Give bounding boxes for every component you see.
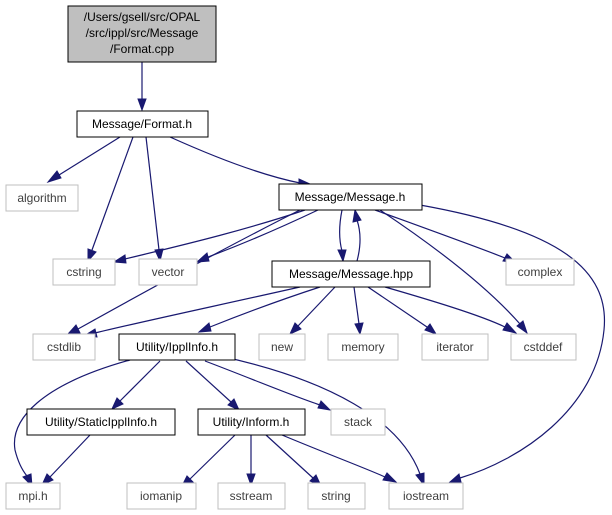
arrowhead [354,322,364,336]
node-label: Utility/StaticIpplInfo.h [45,415,157,429]
node-label: cstddef [524,340,563,354]
arrowhead [137,98,147,112]
arrowhead [337,249,347,263]
arrowhead [317,400,332,411]
node-stack[interactable]: stack [330,408,386,436]
node-label: /Users/gsell/src/OPAL [84,10,201,24]
node-new[interactable]: new [258,333,306,361]
arrowhead [415,472,425,487]
node-cstddef[interactable]: cstddef [510,333,577,361]
node-label: complex [518,265,563,279]
edge-inform-h-to-iomanip [189,434,236,480]
node-sstream[interactable]: sstream [217,482,286,510]
node-label: Message/Message.hpp [289,267,413,281]
arrowhead [246,473,256,487]
node-label: Message/Format.h [92,117,192,131]
node-message-hpp[interactable]: Message/Message.hpp [271,260,431,288]
edge-message-h-to-message-hpp [339,209,343,252]
arrowhead [110,397,124,411]
node-label: memory [341,340,384,354]
node-message-h[interactable]: Message/Message.h [278,183,423,211]
edge-message-h-to-cstddef [379,209,521,325]
edge-inform-h-to-string [265,434,314,479]
edge-ippl-info-to-mpi-h [13,359,131,477]
node-label: mpi.h [18,489,47,503]
node-label: vector [152,265,185,279]
node-label: iomanip [140,489,182,503]
arrowhead [288,322,302,336]
edge-message-hpp-to-new [297,286,336,327]
edge-message-hpp-to-ippl-info [209,286,321,328]
edge-ippl-info-to-iostream [219,355,421,475]
edge-message-h-to-iostream [419,204,606,479]
node-label: algorithm [17,191,66,205]
arrowhead [46,170,62,183]
edge-message-hpp-to-message-h [356,219,361,262]
node-label: iostream [403,489,449,503]
node-label: Utility/Inform.h [213,415,290,429]
node-label: Utility/IpplInfo.h [136,340,218,354]
node-inform-h[interactable]: Utility/Inform.h [197,408,306,436]
arrowhead [502,322,518,334]
edge-static-ippl-info-to-mpi-h [49,434,91,478]
edge-message-h-to-vector [207,209,319,258]
arrowhead [66,324,81,335]
arrowhead [112,254,127,264]
node-iomanip[interactable]: iomanip [126,482,197,510]
arrowhead [448,473,462,483]
edge-format-h-to-message-h [169,136,301,184]
node-format-cpp[interactable]: /Users/gsell/src/OPAL /src/ippl/src/Mess… [67,5,217,63]
node-vector[interactable]: vector [138,258,198,286]
edge-message-hpp-to-cstdlib [94,286,301,334]
arrowhead [352,208,362,223]
node-label: stack [344,415,373,429]
edge-message-hpp-to-cstddef [384,286,506,328]
arrowhead [382,472,398,483]
node-algorithm[interactable]: algorithm [5,184,79,212]
node-label: iterator [436,340,473,354]
edge-ippl-info-to-static-ippl-info [119,360,161,402]
node-label: new [271,340,293,354]
arrowhead [424,323,438,335]
edge-ippl-info-to-inform-h [185,360,232,403]
node-memory[interactable]: memory [327,333,399,361]
node-label: /Format.cpp [110,42,174,56]
node-label: string [321,489,350,503]
node-label: cstdlib [47,340,81,354]
node-label: sstream [230,489,273,503]
arrowhead [87,248,97,263]
node-static-ippl-info-h[interactable]: Utility/StaticIpplInfo.h [26,408,176,436]
arrowhead [516,320,528,335]
node-label: Message/Message.h [295,190,406,204]
node-label: /src/ippl/src/Message [86,26,199,40]
node-cstdlib[interactable]: cstdlib [32,333,96,361]
arrowhead [227,398,241,412]
node-string[interactable]: string [307,482,366,510]
edge-message-h-to-complex [374,209,506,259]
node-format-h[interactable]: Message/Format.h [76,110,209,138]
edge-ippl-info-to-stack [204,360,321,406]
edge-format-h-to-vector [145,136,160,251]
arrowhead [154,248,164,263]
edges [13,62,606,488]
node-label: cstring [66,265,101,279]
edge-message-hpp-to-iterator [367,286,428,328]
edge-message-hpp-to-memory [353,286,360,325]
node-complex[interactable]: complex [505,258,575,286]
node-ippl-info-h[interactable]: Utility/IpplInfo.h [118,333,236,361]
node-mpi-h[interactable]: mpi.h [5,482,61,510]
node-cstring[interactable]: cstring [52,258,116,286]
edge-format-h-to-algorithm [58,136,121,176]
arrowhead [195,252,210,263]
edge-format-h-to-cstring [91,136,134,251]
edge-inform-h-to-iostream [281,434,386,478]
node-iostream[interactable]: iostream [388,482,464,510]
nodes: /Users/gsell/src/OPAL /src/ippl/src/Mess… [5,5,577,510]
edge-message-h-to-cstring [124,209,306,260]
arrowhead [197,322,212,333]
node-iterator[interactable]: iterator [421,333,489,361]
